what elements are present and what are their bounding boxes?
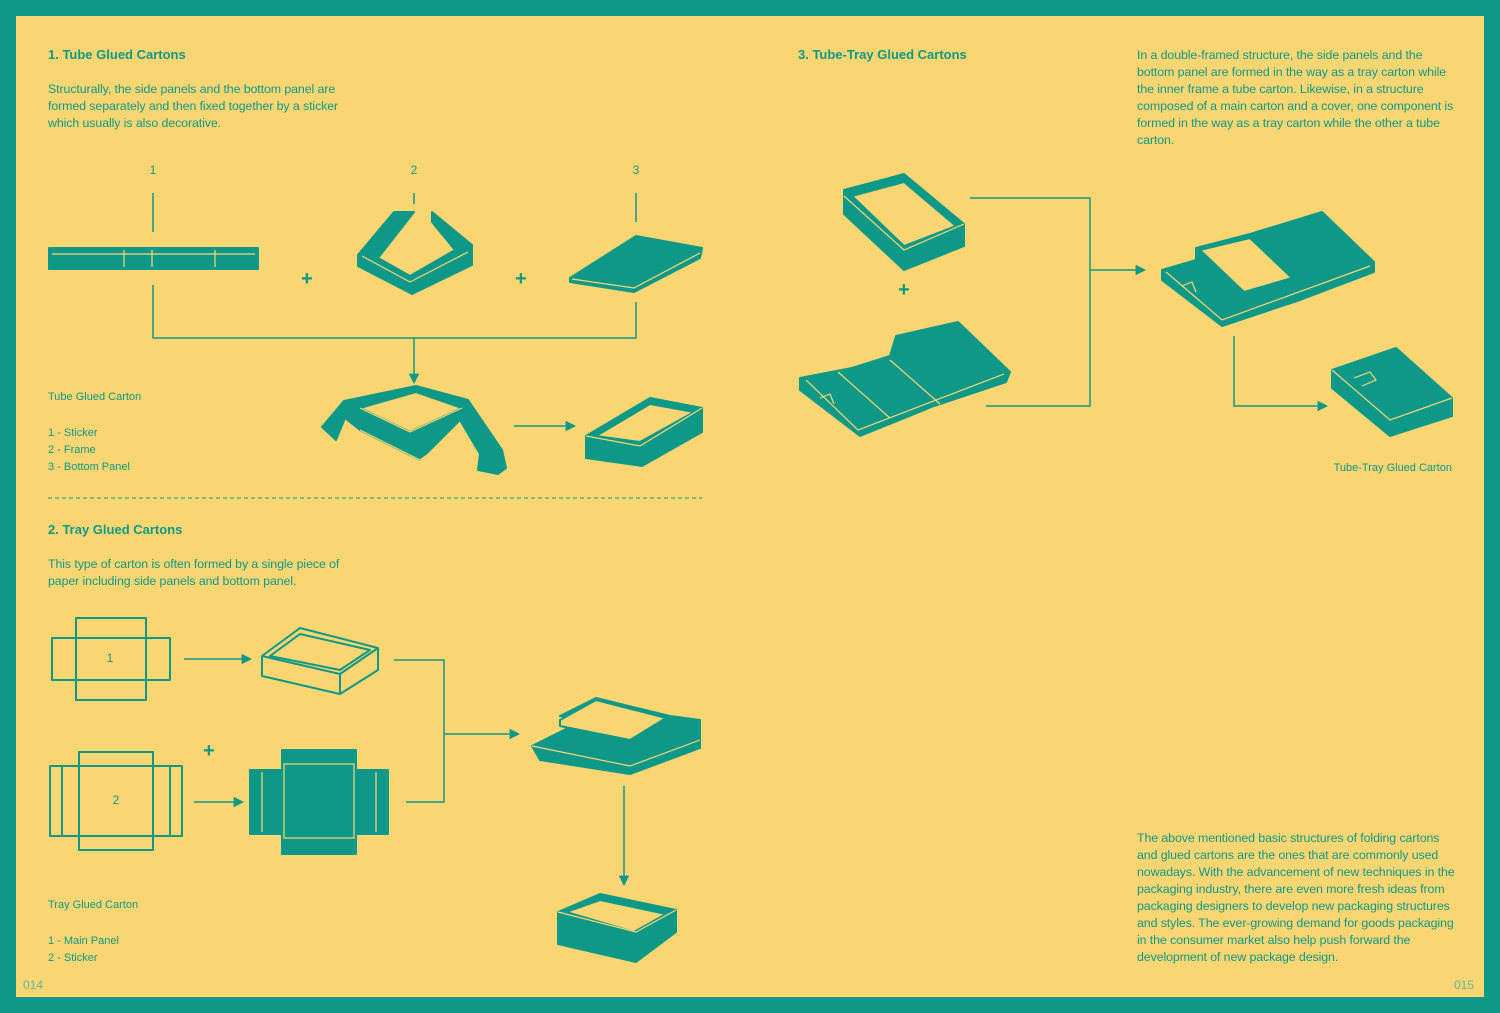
section-1-legend-title: Tube Glued Carton <box>48 391 142 403</box>
diagram-illustrations <box>48 173 1453 963</box>
main-panel-net-illustration <box>51 617 171 701</box>
net-number-2: 2 <box>112 793 120 807</box>
page-number-right: 015 <box>1454 978 1475 992</box>
assembly-illustration <box>321 385 507 475</box>
section-2-legend-item: 1 - Main Panel <box>48 935 119 947</box>
book-spread: 1. Tube Glued Cartons Structurally, the … <box>16 16 1484 997</box>
plus-sign: + <box>515 268 527 290</box>
frame-illustration <box>357 211 473 295</box>
plus-sign: + <box>203 740 215 762</box>
tray-assembly-illustration <box>531 697 701 775</box>
sticker-net-illustration <box>49 751 183 851</box>
cover-unfolded-illustration <box>799 321 1011 437</box>
sticker-solid-illustration <box>249 749 389 855</box>
tube-tray-merge-connector <box>970 197 1091 407</box>
section-3-description: In a double-framed structure, the side p… <box>1137 48 1454 147</box>
tray-carton-result-illustration <box>557 893 677 963</box>
section-3-caption: Tube-Tray Glued Carton <box>1333 462 1452 474</box>
section-3-title: 3. Tube-Tray Glued Cartons <box>798 47 967 62</box>
section-1-legend-item: 1 - Sticker <box>48 427 98 439</box>
tube-tray-carton-result-illustration <box>1331 347 1453 437</box>
tray-merge-connector <box>394 659 445 803</box>
section-1-legend-item: 2 - Frame <box>48 444 96 456</box>
net-number-1: 1 <box>106 651 114 665</box>
section-2-title: 2. Tray Glued Cartons <box>48 522 183 537</box>
section-2-legend-title: Tray Glued Carton <box>48 899 139 911</box>
section-1-legend-item: 3 - Bottom Panel <box>48 461 130 473</box>
tube-tray-result-arrow <box>1233 336 1329 412</box>
page-number-left: 014 <box>23 978 44 992</box>
section-2-description: This type of carton is often formed by a… <box>48 557 340 588</box>
section-1-title: 1. Tube Glued Cartons <box>48 47 186 62</box>
step-number-1: 1 <box>149 163 157 177</box>
merge-connector <box>152 285 637 339</box>
section-2-legend-item: 2 - Sticker <box>48 952 98 964</box>
conclusion-paragraph: The above mentioned basic structures of … <box>1137 831 1455 964</box>
step-number-2: 2 <box>410 163 418 177</box>
sticker-strip-illustration <box>48 247 259 270</box>
inner-tray-illustration <box>843 173 965 271</box>
plus-sign: + <box>301 268 313 290</box>
tube-carton-result-illustration <box>585 397 703 467</box>
section-1-description: Structurally, the side panels and the bo… <box>48 82 339 130</box>
step-number-3: 3 <box>632 163 640 177</box>
open-tray-illustration <box>261 627 379 695</box>
bottom-panel-illustration <box>569 235 703 293</box>
plus-sign: + <box>898 279 910 301</box>
tube-tray-assembly-illustration <box>1161 211 1375 327</box>
